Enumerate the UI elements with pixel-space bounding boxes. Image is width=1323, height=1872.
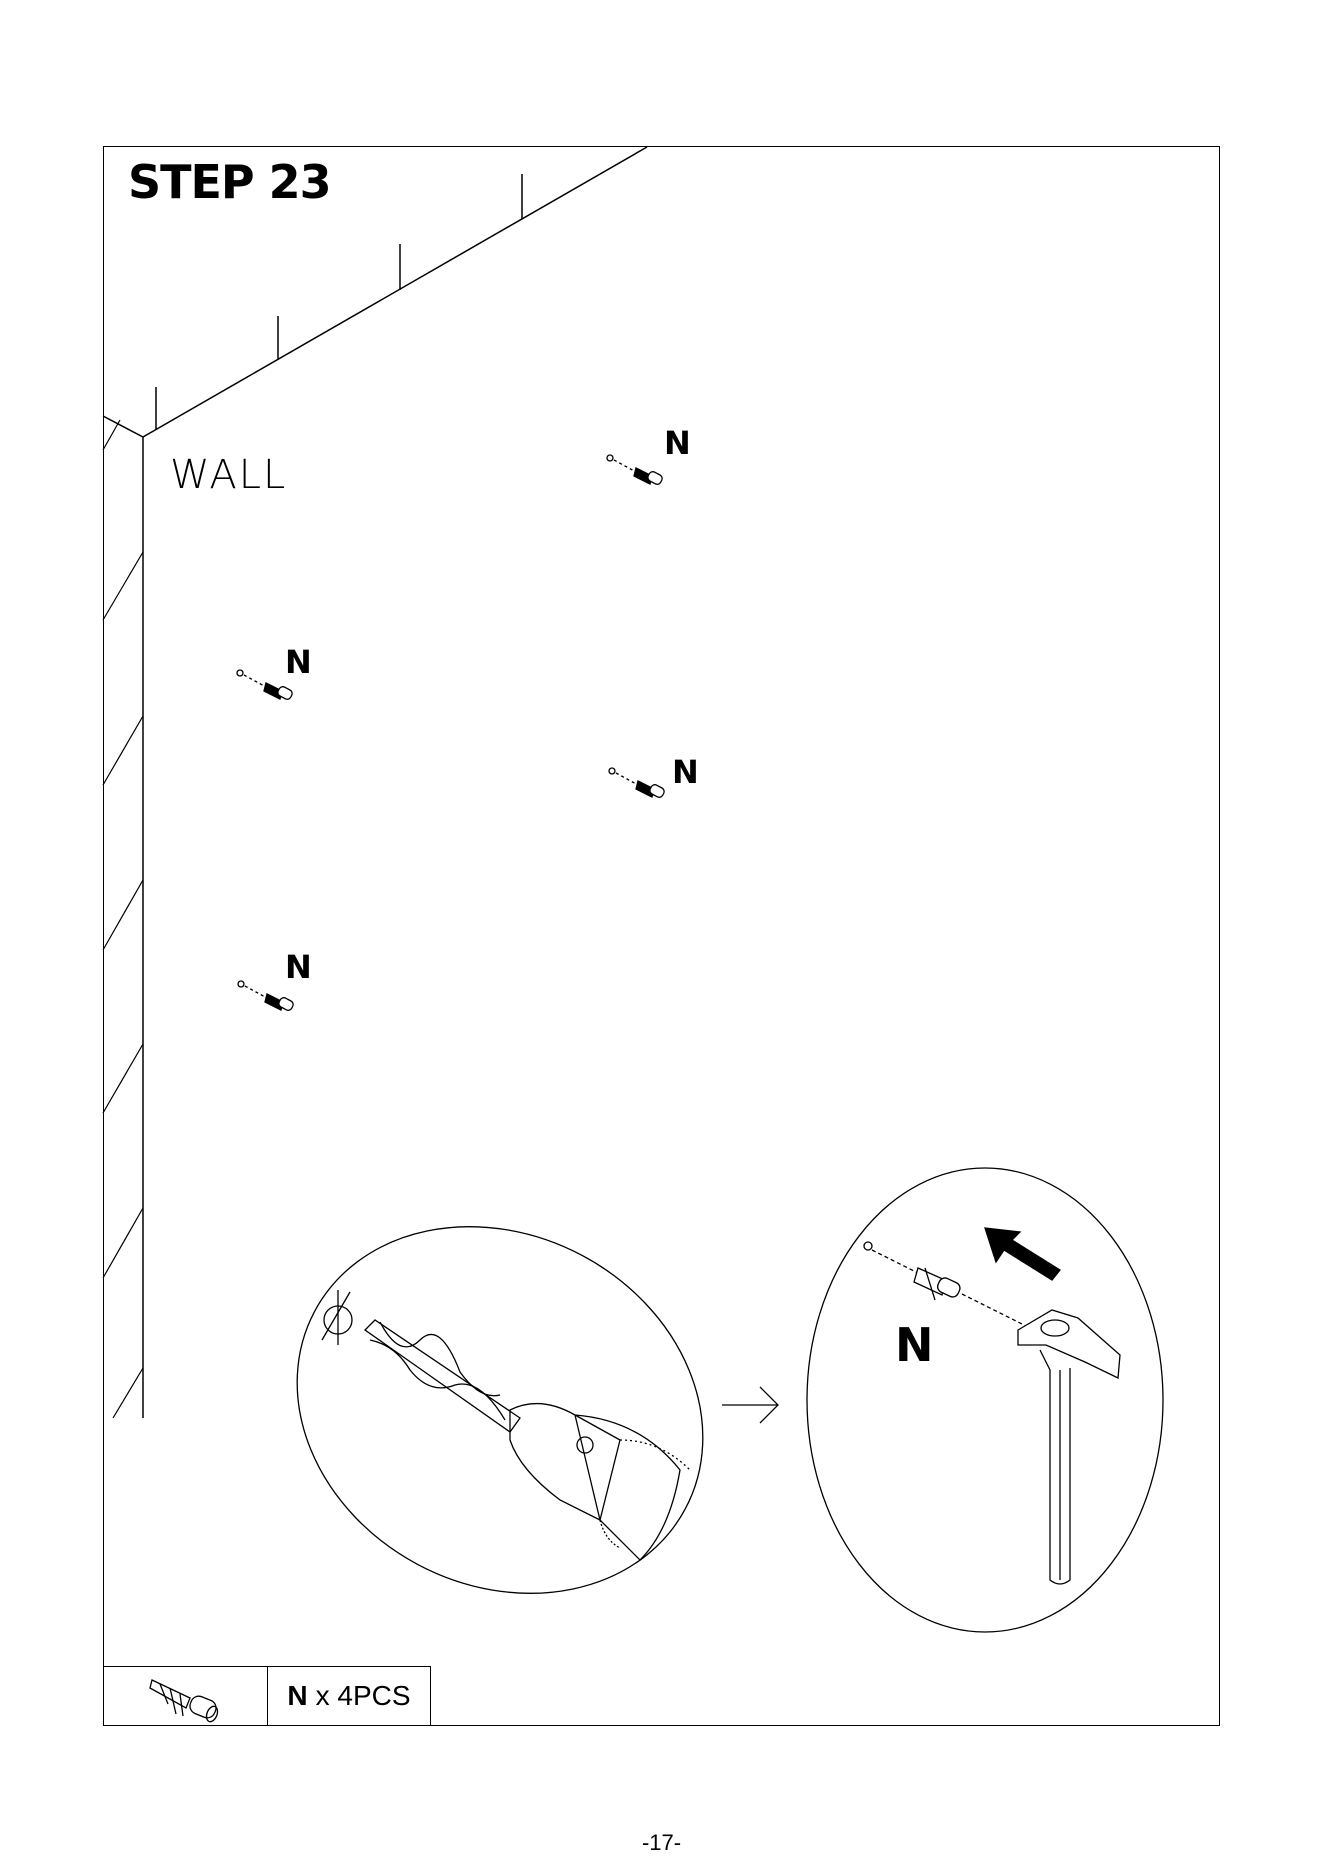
wall-label: WALL: [170, 452, 287, 498]
parts-part-label: N: [287, 1680, 307, 1712]
parts-list: N x 4PCS: [103, 1666, 431, 1726]
drill-detail: [232, 1157, 767, 1663]
drill-icon: [322, 1290, 690, 1560]
hammer-icon: [1018, 1310, 1120, 1584]
wall-anchor-icon: [914, 1268, 962, 1300]
wall-outline: [103, 147, 647, 1418]
page-number: -17-: [0, 1830, 1323, 1856]
wall-hatching: [103, 420, 143, 1418]
detail-part-label: N: [895, 1318, 934, 1372]
anchor-label: N: [672, 753, 699, 791]
anchor-label: N: [285, 948, 312, 986]
step-title: STEP 23: [128, 155, 331, 209]
parts-quantity: N x 4PCS: [268, 1667, 430, 1725]
wall-anchor-icon: [607, 455, 664, 486]
hammer-detail: [807, 1168, 1163, 1632]
wall-anchor-icon: [609, 768, 666, 799]
arrow-push-icon: [985, 1228, 1060, 1280]
arrow-right-icon: [722, 1387, 778, 1423]
anchor-label: N: [664, 424, 691, 462]
parts-icon-cell: [104, 1667, 268, 1725]
parts-quantity-text: x 4PCS: [316, 1680, 411, 1712]
anchor-label: N: [285, 643, 312, 681]
